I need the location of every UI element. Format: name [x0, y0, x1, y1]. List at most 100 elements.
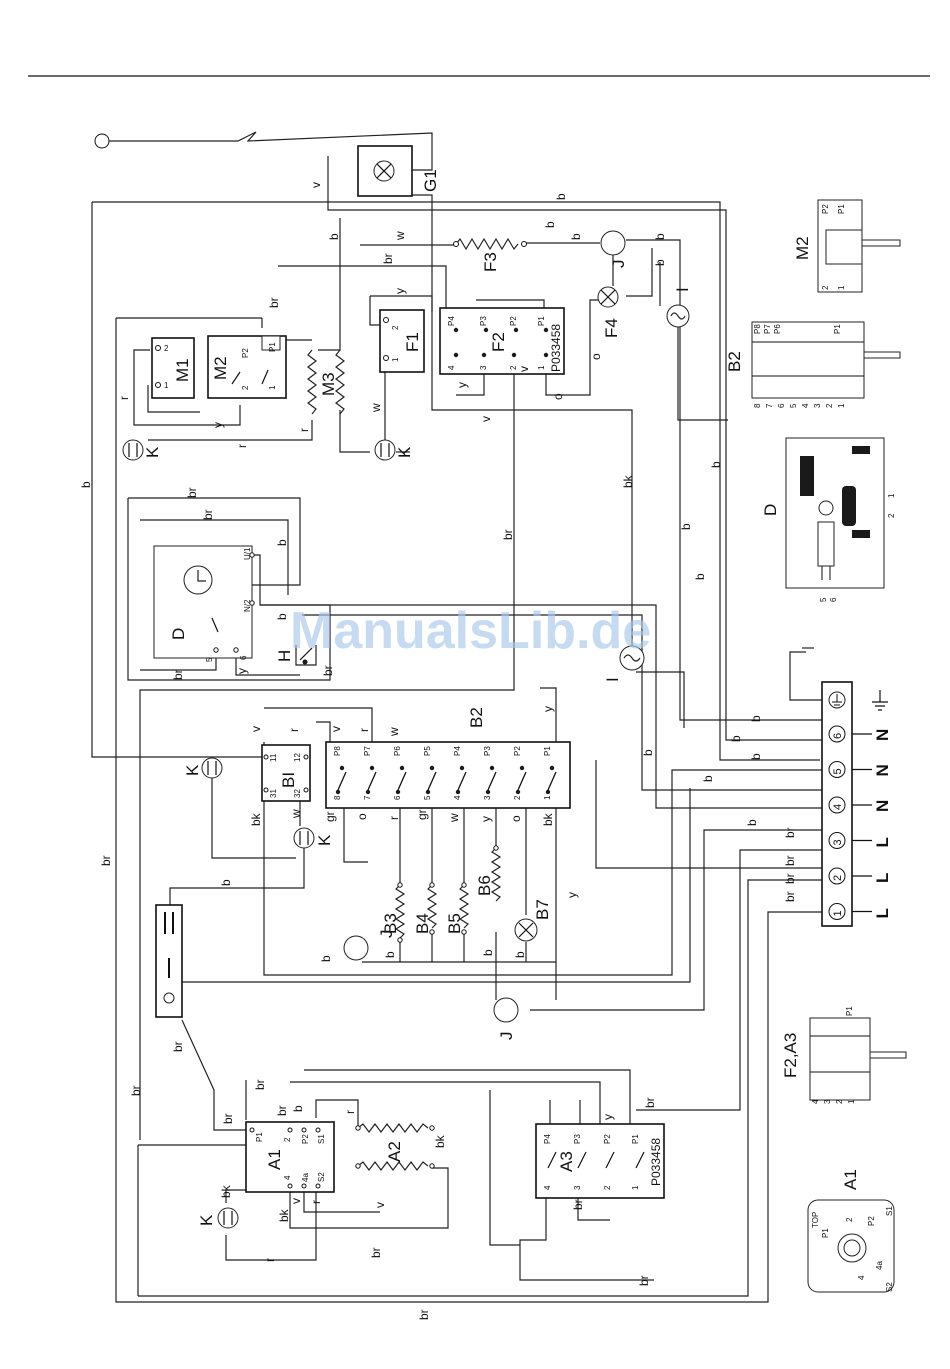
terminal-number: 1	[832, 910, 844, 916]
svg-text:12: 12	[293, 753, 302, 762]
svg-text:w: w	[447, 813, 461, 823]
svg-text:b: b	[79, 481, 93, 488]
svg-text:4: 4	[447, 365, 456, 370]
svg-text:bk: bk	[621, 474, 635, 488]
svg-text:br: br	[783, 827, 797, 838]
component-selector	[155, 904, 183, 1018]
terminal-ring	[828, 761, 846, 778]
svg-text:A3: A3	[557, 1151, 576, 1172]
svg-text:b: b	[554, 193, 568, 200]
label-b2: B2	[467, 707, 486, 728]
component-k: K K K K K	[122, 439, 414, 1229]
svg-text:3: 3	[479, 365, 488, 370]
svg-text:gr: gr	[415, 809, 429, 820]
svg-text:1: 1	[164, 381, 169, 390]
svg-text:P2: P2	[241, 348, 250, 358]
svg-text:4: 4	[543, 1185, 552, 1190]
terminal-number: 4	[832, 804, 844, 810]
a3-part-code: P033458	[649, 1138, 663, 1186]
svg-text:y: y	[455, 382, 469, 388]
wires	[91, 131, 822, 1303]
svg-text:br: br	[783, 873, 797, 884]
wire-labels: v b b b w b b b br br y r y r r w y v v …	[79, 182, 797, 1320]
svg-text:2: 2	[509, 365, 518, 370]
component-f4: F4	[597, 286, 621, 338]
b2-contact-top	[489, 765, 495, 771]
svg-text:P1: P1	[631, 1134, 640, 1144]
svg-text:4a: 4a	[875, 1261, 884, 1270]
label-bi: BI	[279, 772, 298, 788]
svg-text:1: 1	[391, 357, 400, 362]
svg-text:r: r	[357, 728, 371, 732]
svg-text:5: 5	[205, 657, 214, 662]
watermark: ManualsLib.de	[290, 602, 651, 660]
svg-text:4: 4	[453, 795, 462, 800]
svg-text:o: o	[355, 813, 369, 820]
svg-text:gr: gr	[323, 811, 337, 822]
label-m2: M2	[211, 356, 230, 380]
component-j-other: J J	[343, 930, 519, 1040]
label-f1: F1	[403, 332, 422, 352]
component-j-top: J	[600, 230, 628, 268]
inset-m2: P2 P1 2 1 M2	[793, 199, 901, 293]
svg-text:1: 1	[631, 1185, 640, 1190]
svg-text:v: v	[517, 366, 531, 372]
svg-text:3: 3	[573, 1185, 582, 1190]
svg-text:P1: P1	[268, 342, 277, 352]
svg-text:o: o	[509, 815, 523, 822]
svg-text:y: y	[479, 816, 493, 822]
svg-text:P6: P6	[773, 324, 782, 334]
label-a1: A1	[265, 1149, 284, 1170]
svg-text:b: b	[653, 259, 667, 266]
b2-contact-bottom	[485, 789, 491, 795]
svg-text:J: J	[377, 930, 396, 939]
b2-switch-blade	[547, 771, 557, 791]
svg-text:2: 2	[603, 1185, 612, 1190]
svg-text:P5: P5	[423, 746, 432, 756]
component-m2: M2 P2 P1 2 1	[207, 335, 287, 399]
b2-contact-top	[399, 765, 405, 771]
svg-text:P3: P3	[573, 1134, 582, 1144]
inset-b2-title: B2	[725, 351, 744, 372]
svg-text:3: 3	[823, 1099, 832, 1104]
svg-text:5: 5	[789, 403, 798, 408]
label-i-top: I	[673, 287, 692, 292]
svg-text:1: 1	[537, 365, 546, 370]
label-g1: G1	[421, 169, 440, 192]
svg-text:y: y	[211, 422, 225, 428]
svg-text:S1: S1	[885, 1206, 894, 1216]
svg-text:4: 4	[811, 1099, 820, 1104]
b2-contact-bottom	[395, 789, 401, 795]
inset-d-title: D	[761, 504, 780, 516]
svg-text:b: b	[701, 775, 715, 782]
svg-text:v: v	[373, 1202, 387, 1208]
terminal-label: L	[873, 873, 892, 883]
svg-text:4: 4	[857, 1275, 866, 1280]
svg-text:2: 2	[513, 795, 522, 800]
svg-text:K: K	[395, 446, 414, 458]
svg-text:v: v	[309, 182, 323, 188]
component-bi: 11 12 31 32 BI	[261, 744, 311, 802]
b2-switch-blade	[457, 771, 467, 791]
svg-text:K: K	[143, 446, 162, 458]
svg-text:b: b	[679, 523, 693, 530]
svg-text:br: br	[321, 665, 335, 676]
svg-text:32: 32	[293, 789, 302, 798]
svg-text:b: b	[481, 949, 495, 956]
svg-text:b: b	[641, 749, 655, 756]
svg-text:w: w	[369, 403, 383, 413]
label-m3: M3	[319, 372, 338, 396]
svg-text:6: 6	[393, 795, 402, 800]
svg-text:b: b	[693, 573, 707, 580]
inset-d: 2 1 5 6 D	[761, 437, 896, 602]
svg-text:br: br	[417, 1309, 431, 1320]
svg-text:2: 2	[391, 325, 400, 330]
label-f3: F3	[481, 252, 500, 272]
svg-text:P2: P2	[513, 746, 522, 756]
svg-text:4a: 4a	[301, 1173, 310, 1182]
svg-text:P1: P1	[833, 324, 842, 334]
svg-text:P1: P1	[845, 1006, 854, 1016]
inset-b2: P8 P7 P6 P1 8 7 6 5 4 3 2 1 B2	[725, 321, 901, 408]
svg-text:S1: S1	[317, 1134, 326, 1144]
svg-text:y: y	[565, 892, 579, 898]
